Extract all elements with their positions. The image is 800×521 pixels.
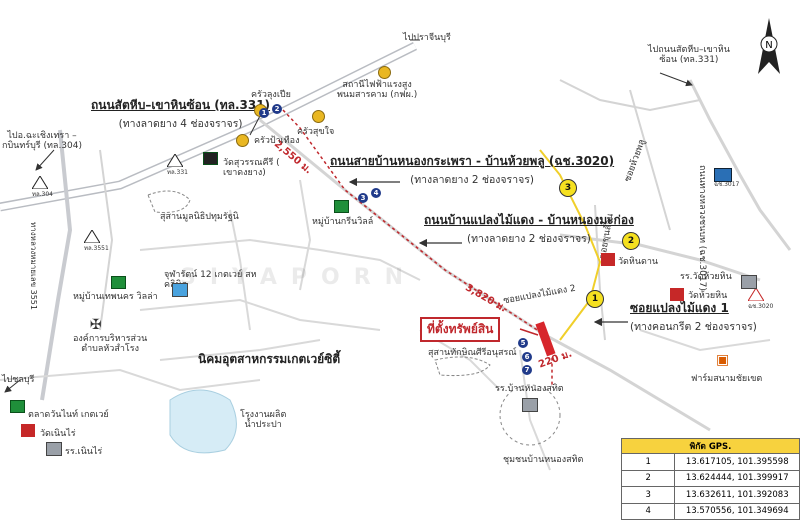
badge-5: 5: [518, 338, 528, 348]
road-label-soi1: ซอยแปลงไม้แดง 1 (ทางคอนกรีต 2 ช่องจราจร): [630, 299, 757, 335]
label-farm: ฟาร์มสนามชัยเขต: [691, 374, 763, 384]
school-icon: [522, 398, 538, 412]
shield-3017: ฉช.3017: [714, 168, 739, 189]
road-name-makong: ถนนบ้านแปลงไม้แดง - บ้านหนองมะก่อง: [424, 213, 634, 227]
label-schoolnongsak: รร.บ้านหนองสทิต: [495, 384, 564, 394]
road-sub-3020: (ทางลาดยาง 2 ช่องจราจร): [410, 174, 534, 186]
label-community: ชุมชนบ้านหนองสทิต: [503, 455, 584, 465]
temple-icon: [21, 424, 35, 437]
label-village2: หมู่บ้านเทพนคร วิลล่า: [73, 292, 158, 302]
school-icon: [46, 442, 62, 456]
water-area: [169, 389, 237, 454]
farm-icon: ▣: [716, 352, 730, 368]
pin-3: 3: [559, 179, 577, 197]
label-tambon: องค์การบริหารส่วน ตำบลหัวสำโรง: [73, 334, 148, 355]
property-label: ที่ตั้งทรัพย์สิน: [420, 317, 501, 342]
restaurant-icon: [312, 110, 325, 123]
label-kruasukjai: ครัวสุขใจ: [297, 127, 335, 137]
label-market: ตลาดวันไนท์ เกตเวย์: [28, 410, 109, 420]
community-circle: [499, 384, 561, 446]
road-label-makong: ถนนบ้านแปลงไม้แดง - บ้านหนองมะก่อง (ทางล…: [424, 211, 634, 247]
label-kruathai: ครัวลุงเปีย: [251, 90, 291, 100]
temple-icon: [670, 288, 684, 301]
badge-7: 7: [522, 365, 532, 375]
label-wathuaihin: วัดห้วยหิน: [688, 291, 728, 301]
label-waterplant: โรงงานผลิต น้ำประปา: [240, 410, 287, 431]
shield-304: ทล.304: [31, 175, 53, 199]
temple-icon: [601, 253, 615, 266]
market-icon: [10, 400, 25, 413]
power-station-icon: [378, 66, 391, 79]
pin-1: 1: [586, 290, 604, 308]
label-chonburi: ไปชลบุรี: [2, 375, 35, 385]
property-marker: [535, 321, 556, 357]
village-icon: [334, 200, 349, 213]
clinic-icon: [172, 283, 188, 297]
badge-3: 3: [358, 193, 368, 203]
label-estate: นิคมอุตสาหกรรมเกตเวย์ซิตี้: [198, 352, 341, 366]
highway-3551: [40, 129, 73, 401]
road-name-soi1: ซอยแปลงไม้แดง 1: [630, 301, 729, 315]
compass-arrow-icon: N: [758, 18, 780, 74]
badge-6: 6: [522, 352, 532, 362]
label-cemetery2: สุสานทักษิณศีรีอนุสรณ์: [428, 348, 517, 358]
shield-icon: [31, 175, 49, 190]
temple-icon: [203, 152, 218, 165]
compass: N: [756, 18, 782, 74]
svg-text:N: N: [765, 40, 772, 51]
road-3017: [688, 79, 792, 251]
label-watnintan: วัดหินดาน: [618, 257, 659, 267]
road-sub-331: (ทางลาดยาง 4 ช่องจราจร): [118, 118, 243, 130]
shield-331: ทล.331: [166, 153, 188, 177]
watermark: SIYAPORN: [180, 265, 418, 290]
pin-2: 2: [622, 232, 640, 250]
label-cemetery1: สุสานมูลนิธิปทุมรัฐนิ: [160, 212, 239, 222]
school-icon: [741, 275, 757, 289]
label-watsuwan: วัดสุวรรณคีรี ( เขาดงยาง): [223, 158, 280, 179]
label-chachoengsao: ไปอ.ฉะเชิงเทรา – กบินทร์บุรี (ทล.304): [2, 131, 82, 152]
label-watnoenrai: วัดเนินไร่: [40, 429, 76, 439]
road-sub-makong: (ทางลาดยาง 2 ช่องจราจร): [467, 233, 591, 245]
label-satthip-top: ไปถนนสัตหีบ–เขาหิน ซ้อน (ทล.331): [648, 45, 730, 66]
shield-icon: [747, 287, 765, 302]
government-icon: ✠: [90, 317, 102, 333]
road-label-331: ถนนสัตหีบ–เขาหินซ้อน (ทล.331) (ทางลาดยาง…: [91, 96, 270, 132]
road-name-3020: ถนนสายบ้านหนองกระเพรา - บ้านห้วยพลู (ฉช.…: [330, 154, 615, 168]
shield-3020: ฉช.3020: [747, 287, 773, 311]
label-schoolnoen: รร.เนินไร่: [65, 447, 103, 457]
road-label-3020: ถนนสายบ้านหนองกระเพรา - บ้านห้วยพลู (ฉช.…: [330, 152, 614, 188]
gps-header: พิกัด GPS.: [621, 438, 800, 454]
badge-2: 2: [272, 104, 282, 114]
badge-4: 4: [371, 188, 381, 198]
shield-icon: [166, 153, 184, 168]
label-hwy3551: ทางหลวงหมายเลข 3551: [29, 222, 38, 310]
label-schoolhuaihin: รร.วัดห้วยหิน: [680, 272, 732, 282]
shield-3551: ทล.3551: [83, 229, 109, 253]
road-sub-soi1: (ทางคอนกรีต 2 ช่องจราจร): [630, 321, 757, 333]
label-kruapa: ครัวป้าเทือง: [254, 136, 300, 146]
label-substation: สถานีไฟฟ้าแรงสูง พนมสารคาม (กฟผ.): [337, 80, 418, 101]
highway-331: [0, 43, 417, 210]
village-icon: [111, 276, 126, 289]
restaurant-icon: [236, 134, 249, 147]
soi-yellow: [539, 149, 602, 341]
road-name-331: ถนนสัตหีบ–เขาหินซ้อน (ทล.331): [91, 98, 271, 112]
label-prachinburi: ไปปราจีนบุรี: [403, 33, 451, 43]
label-village1: หมู่บ้านกรีนวิลล์: [312, 217, 374, 227]
badge-1: 1: [259, 108, 269, 118]
shield-icon: [83, 229, 101, 244]
